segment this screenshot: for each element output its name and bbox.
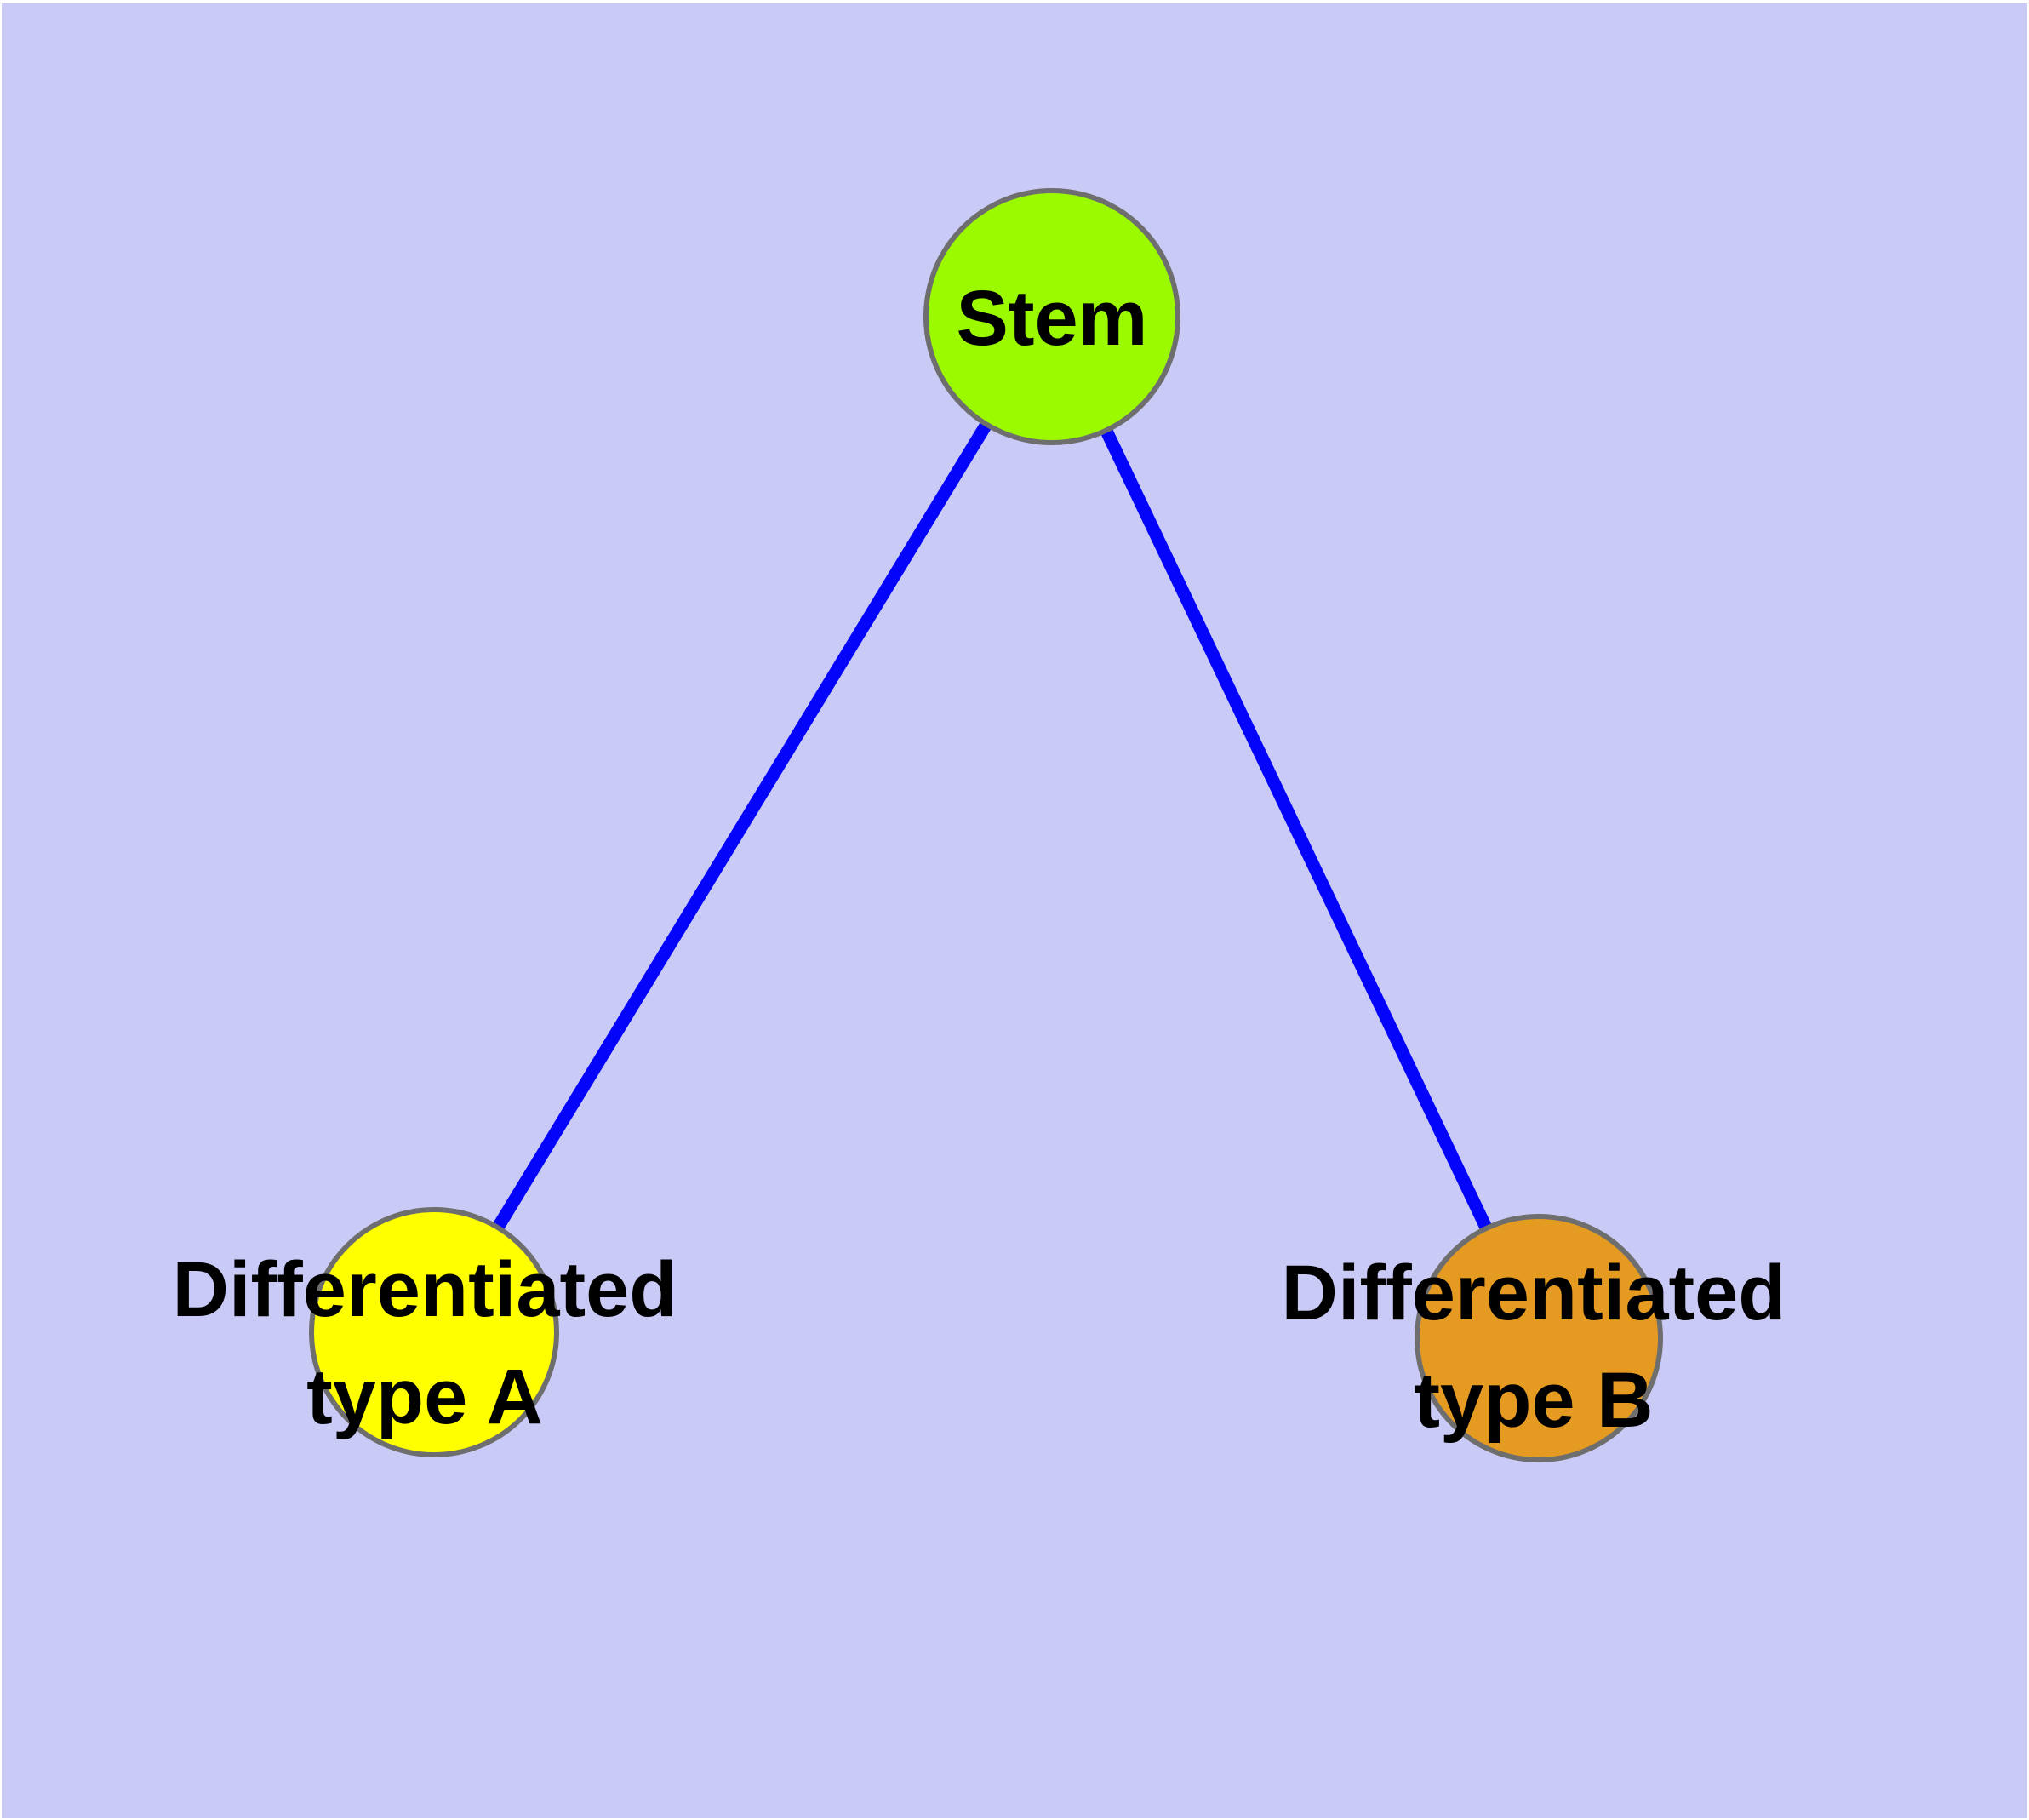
node-differentiated-type-b[interactable] (1415, 1214, 1663, 1462)
node-differentiated-type-a[interactable] (309, 1207, 559, 1457)
node-stem[interactable] (923, 188, 1180, 445)
node-label-type-b-line1: Differentiated (1281, 1250, 1786, 1336)
node-label-stem: Stem (957, 265, 1148, 372)
node-label-differentiated-type-a: Differentiated type A (173, 1236, 677, 1451)
node-label-stem-text: Stem (956, 275, 1148, 362)
node-label-type-a-line2: type A (306, 1354, 543, 1440)
node-label-type-a-line1: Differentiated (172, 1246, 677, 1333)
edges-layer (428, 313, 1545, 1342)
edge-stem-to-type-a (428, 313, 1058, 1336)
edge-stem-to-type-b (1046, 313, 1545, 1342)
node-label-type-b-line2: type B (1414, 1357, 1654, 1444)
node-label-differentiated-type-b: Differentiated type B (1282, 1239, 1786, 1454)
graph-canvas: Stem Differentiated type A Differentiate… (2, 3, 2027, 1818)
